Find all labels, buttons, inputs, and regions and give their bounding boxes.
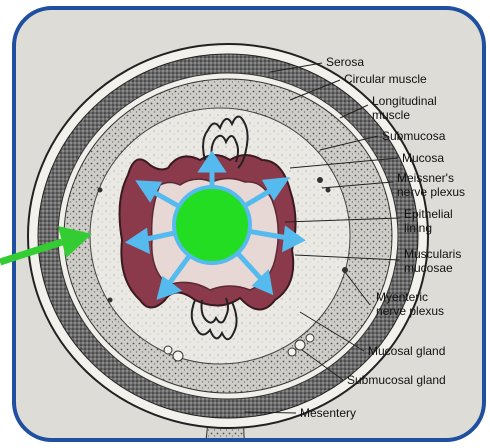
label-submucosa: Submucosa [382,129,446,143]
label-serosa: Serosa [326,55,364,69]
label-mucosal-gland: Mucosal gland [368,344,445,358]
label-mucosa: Mucosa [402,151,444,165]
label-mesentery: Mesentery [300,406,356,420]
label-submucosal-gland: Submucosal gland [347,373,446,387]
lumen-marker [174,187,250,263]
label-meissners-nerve-plexus: Meissner's nerve plexus [397,171,465,199]
label-circular-muscle: Circular muscle [344,72,427,86]
